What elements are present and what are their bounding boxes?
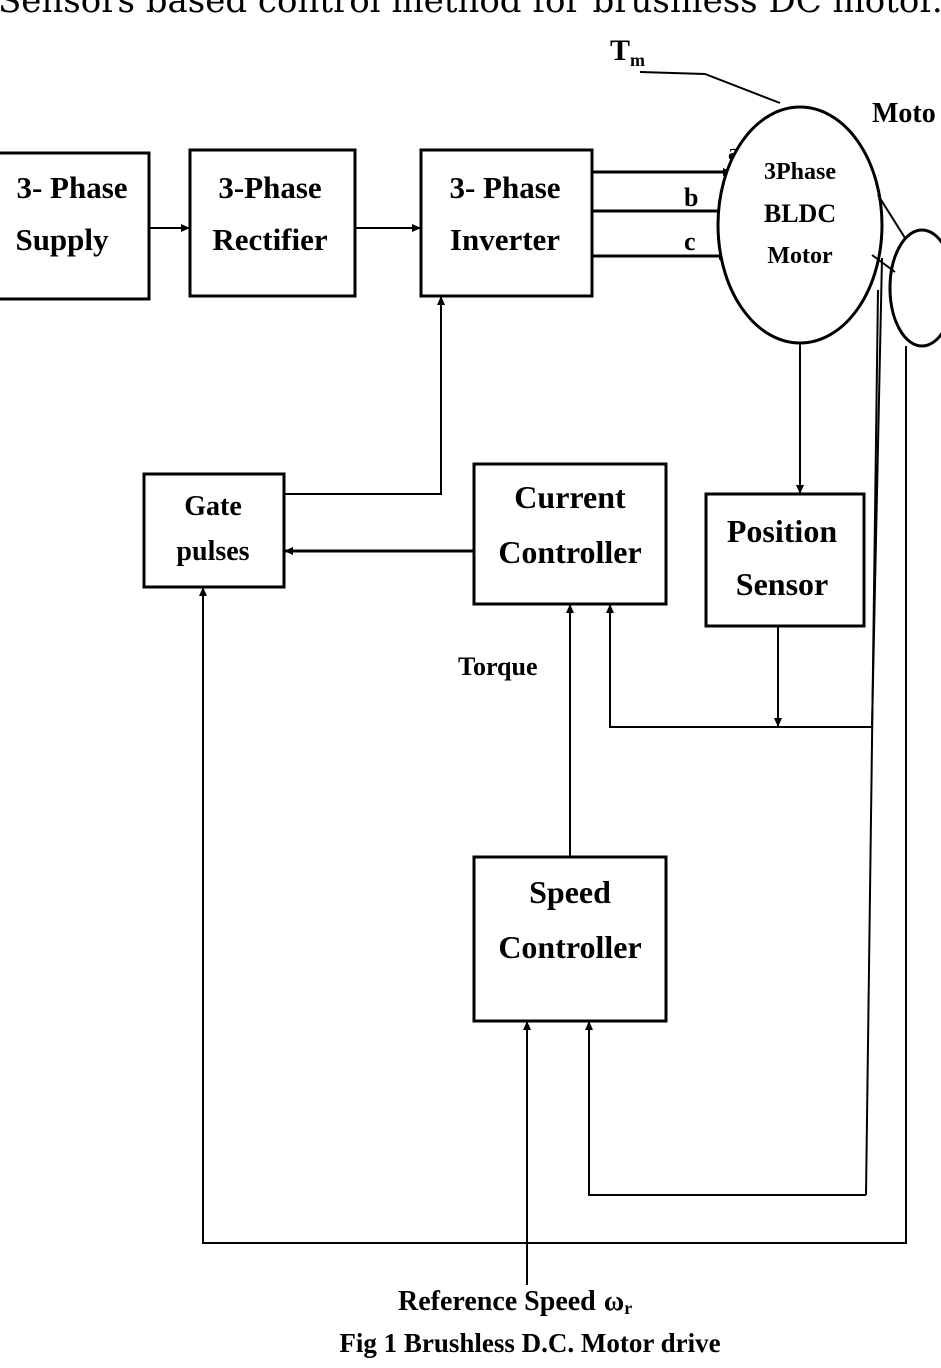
tm-line xyxy=(639,71,781,104)
svg-text:Inverter: Inverter xyxy=(450,222,560,257)
svg-text:Position: Position xyxy=(727,513,837,549)
svg-text:BLDC: BLDC xyxy=(764,199,836,228)
position-sensor-block: Position Sensor xyxy=(704,492,866,628)
svg-text:3- Phase: 3- Phase xyxy=(449,170,560,205)
svg-text:Sensor: Sensor xyxy=(736,566,828,602)
svg-text:Current: Current xyxy=(514,479,626,515)
svg-text:3Phase: 3Phase xyxy=(764,159,836,185)
supply-block: 3- Phase Supply xyxy=(0,151,151,301)
current-feedback-line xyxy=(606,604,872,728)
gate-feedback-line xyxy=(199,346,907,1244)
shaft-line-bottom xyxy=(871,254,896,273)
svg-text:Supply: Supply xyxy=(15,222,109,257)
svg-text:3-Phase: 3-Phase xyxy=(218,170,321,205)
figure-caption: Fig 1 Brushless D.C. Motor drive xyxy=(339,1328,720,1358)
gate-to-inverter-arrow xyxy=(284,296,445,495)
svg-text:Controller: Controller xyxy=(498,534,641,570)
intro-text: Sensors based control method for brushle… xyxy=(0,0,941,21)
bldc-motor: 3Phase BLDC Motor xyxy=(716,105,884,345)
tm-label: Tm xyxy=(610,34,645,70)
phase-b-label: b xyxy=(684,183,698,212)
inverter-block: 3- Phase Inverter xyxy=(419,148,594,298)
shaft-line-top xyxy=(877,194,906,239)
svg-text:Speed: Speed xyxy=(529,874,611,910)
svg-text:Motor: Motor xyxy=(767,243,833,269)
svg-text:pulses: pulses xyxy=(176,536,249,567)
side-ellipse xyxy=(888,228,941,348)
gate-pulses-block: Gate pulses xyxy=(142,472,286,589)
motor-side-label: Moto xyxy=(872,98,936,129)
speed-controller-block: Speed Controller xyxy=(472,855,668,1023)
svg-text:Gate: Gate xyxy=(184,491,242,522)
motor-feedback-line-2 xyxy=(865,289,879,1196)
svg-text:Controller: Controller xyxy=(498,929,641,965)
svg-text:Rectifier: Rectifier xyxy=(212,222,328,257)
speed-feedback-line xyxy=(585,1021,866,1196)
rectifier-block: 3-Phase Rectifier xyxy=(188,148,357,298)
svg-text:3- Phase: 3- Phase xyxy=(16,170,127,205)
current-controller-block: Current Controller xyxy=(472,462,668,606)
svg-text:Tm: Tm xyxy=(610,34,645,70)
phase-c-label: c xyxy=(684,227,696,256)
torque-label: Torque xyxy=(458,652,538,681)
